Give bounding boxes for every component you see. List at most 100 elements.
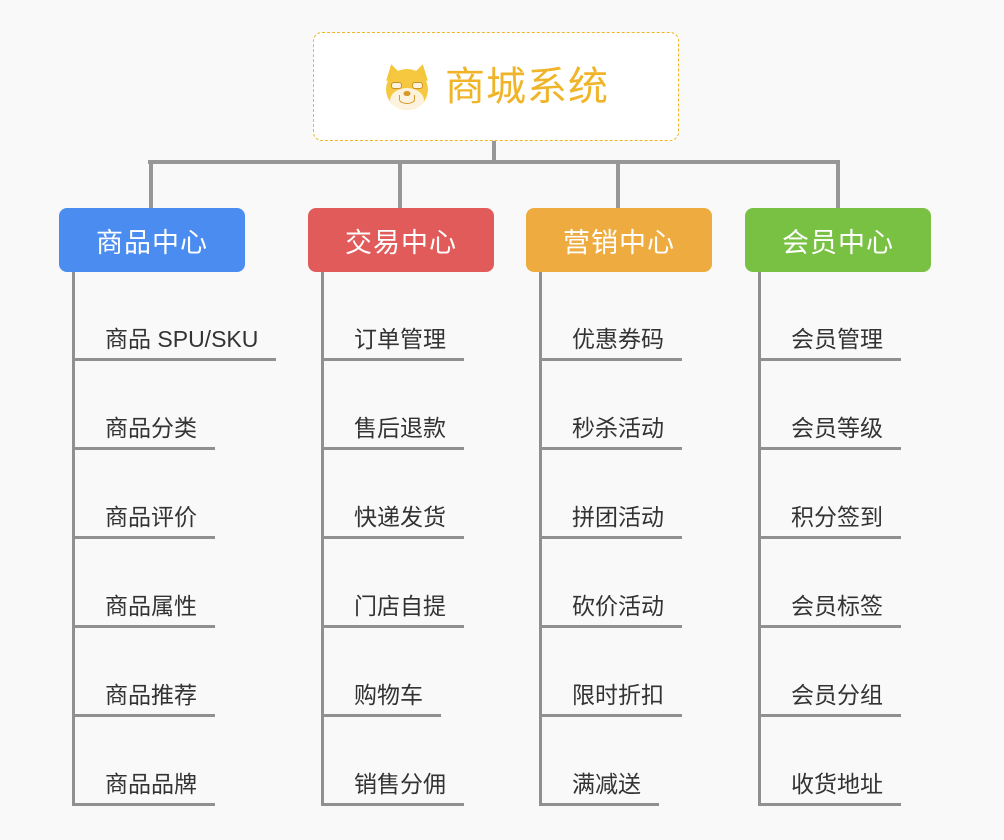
leaf-item-label: 会员标签 [791, 592, 883, 619]
leaf-item[interactable]: 会员分组 [761, 628, 931, 717]
leaf-item-label: 商品评价 [105, 503, 197, 530]
root-node-label: 商城系统 [445, 64, 609, 109]
branch-column-1: 商品中心商品 SPU/SKU 商品分类商品评价商品属性商品推荐商品品牌 [59, 208, 277, 806]
leaf-item[interactable]: 限时折扣 [542, 628, 712, 717]
branch-column-2: 交易中心订单管理售后退款快递发货门店自提购物车销售分佣 [308, 208, 494, 806]
connector-drop-2 [398, 160, 402, 208]
shiba-dog-face-icon [382, 61, 432, 110]
dog-head-icon [386, 68, 428, 110]
leaf-item[interactable]: 订单管理 [324, 272, 494, 361]
leaf-underline: 订单管理 [324, 326, 464, 361]
leaf-item-label: 优惠券码 [572, 325, 664, 352]
branch-header-1[interactable]: 商品中心 [59, 208, 245, 272]
leaf-item-label: 满减送 [572, 770, 641, 797]
leaf-item[interactable]: 收货地址 [761, 717, 931, 806]
leaf-underline: 会员等级 [761, 415, 901, 450]
connector-drop-1 [149, 160, 153, 208]
leaf-underline: 会员分组 [761, 682, 901, 717]
leaf-underline: 门店自提 [324, 593, 464, 628]
leaf-item[interactable]: 优惠券码 [542, 272, 712, 361]
leaf-underline: 限时折扣 [542, 682, 682, 717]
leaf-underline: 满减送 [542, 771, 659, 806]
leaf-item-label: 商品 SPU/SKU [105, 325, 259, 352]
leaf-item[interactable]: 商品属性 [75, 539, 245, 628]
leaf-item[interactable]: 快递发货 [324, 450, 494, 539]
branch-leaf-list-3: 优惠券码秒杀活动拼团活动砍价活动限时折扣满减送 [539, 272, 712, 806]
branch-header-label: 商品中心 [96, 227, 208, 258]
leaf-underline: 收货地址 [761, 771, 901, 806]
branch-column-4: 会员中心会员管理会员等级积分签到会员标签会员分组收货地址 [745, 208, 931, 806]
leaf-underline: 快递发货 [324, 504, 464, 539]
connector-drop-3 [616, 160, 620, 208]
branch-header-label: 会员中心 [782, 227, 894, 258]
leaf-underline: 会员标签 [761, 593, 901, 628]
leaf-underline: 积分签到 [761, 504, 901, 539]
leaf-item[interactable]: 销售分佣 [324, 717, 494, 806]
leaf-underline: 优惠券码 [542, 326, 682, 361]
leaf-item-label: 限时折扣 [572, 681, 664, 708]
leaf-item[interactable]: 商品推荐 [75, 628, 245, 717]
dog-mouth-icon [399, 94, 415, 104]
leaf-item-label: 门店自提 [354, 592, 446, 619]
leaf-item-label: 收货地址 [791, 770, 883, 797]
leaf-underline: 商品属性 [75, 593, 215, 628]
leaf-item-label: 购物车 [354, 681, 423, 708]
leaf-item-label: 快递发货 [354, 503, 446, 530]
branch-leaf-list-4: 会员管理会员等级积分签到会员标签会员分组收货地址 [758, 272, 931, 806]
leaf-underline: 秒杀活动 [542, 415, 682, 450]
connector-root-stem [492, 141, 496, 164]
leaf-underline: 售后退款 [324, 415, 464, 450]
leaf-item-label: 商品分类 [105, 414, 197, 441]
dog-eye-left-icon [391, 81, 402, 89]
leaf-item[interactable]: 会员标签 [761, 539, 931, 628]
leaf-underline: 购物车 [324, 682, 441, 717]
leaf-item-label: 商品品牌 [105, 770, 197, 797]
leaf-underline: 销售分佣 [324, 771, 464, 806]
leaf-item[interactable]: 商品分类 [75, 361, 245, 450]
branch-header-4[interactable]: 会员中心 [745, 208, 931, 272]
leaf-item-label: 商品属性 [105, 592, 197, 619]
leaf-item-label: 会员管理 [791, 325, 883, 352]
leaf-item-label: 售后退款 [354, 414, 446, 441]
leaf-item[interactable]: 购物车 [324, 628, 494, 717]
branch-header-label: 交易中心 [345, 227, 457, 258]
leaf-item[interactable]: 门店自提 [324, 539, 494, 628]
leaf-underline: 商品 SPU/SKU [75, 325, 277, 361]
leaf-underline: 拼团活动 [542, 504, 682, 539]
leaf-item[interactable]: 商品评价 [75, 450, 245, 539]
root-node[interactable]: 商城系统 [313, 32, 679, 141]
leaf-item[interactable]: 满减送 [542, 717, 712, 806]
leaf-item-label: 会员分组 [791, 681, 883, 708]
leaf-underline: 会员管理 [761, 326, 901, 361]
leaf-underline: 砍价活动 [542, 593, 682, 628]
branch-column-3: 营销中心优惠券码秒杀活动拼团活动砍价活动限时折扣满减送 [526, 208, 712, 806]
leaf-item[interactable]: 积分签到 [761, 450, 931, 539]
branch-leaf-list-2: 订单管理售后退款快递发货门店自提购物车销售分佣 [321, 272, 494, 806]
leaf-item-label: 商品推荐 [105, 681, 197, 708]
leaf-item-label: 秒杀活动 [572, 414, 664, 441]
leaf-item[interactable]: 商品 SPU/SKU [75, 272, 277, 361]
leaf-item[interactable]: 售后退款 [324, 361, 494, 450]
leaf-item[interactable]: 会员等级 [761, 361, 931, 450]
branch-header-label: 营销中心 [563, 227, 675, 258]
leaf-item-label: 积分签到 [791, 503, 883, 530]
connector-drop-4 [836, 160, 840, 208]
leaf-item-label: 销售分佣 [354, 770, 446, 797]
leaf-item[interactable]: 商品品牌 [75, 717, 245, 806]
dog-nose-icon [403, 90, 411, 96]
leaf-item-label: 会员等级 [791, 414, 883, 441]
leaf-item[interactable]: 拼团活动 [542, 450, 712, 539]
connector-horizontal-bar [148, 160, 840, 164]
leaf-item[interactable]: 秒杀活动 [542, 361, 712, 450]
leaf-item[interactable]: 砍价活动 [542, 539, 712, 628]
leaf-item-label: 拼团活动 [572, 503, 664, 530]
leaf-item[interactable]: 会员管理 [761, 272, 931, 361]
leaf-item-label: 砍价活动 [572, 592, 664, 619]
branch-header-2[interactable]: 交易中心 [308, 208, 494, 272]
leaf-underline: 商品评价 [75, 504, 215, 539]
leaf-underline: 商品分类 [75, 415, 215, 450]
branch-leaf-list-1: 商品 SPU/SKU 商品分类商品评价商品属性商品推荐商品品牌 [72, 272, 277, 806]
leaf-item-label: 订单管理 [354, 325, 446, 352]
branch-header-3[interactable]: 营销中心 [526, 208, 712, 272]
